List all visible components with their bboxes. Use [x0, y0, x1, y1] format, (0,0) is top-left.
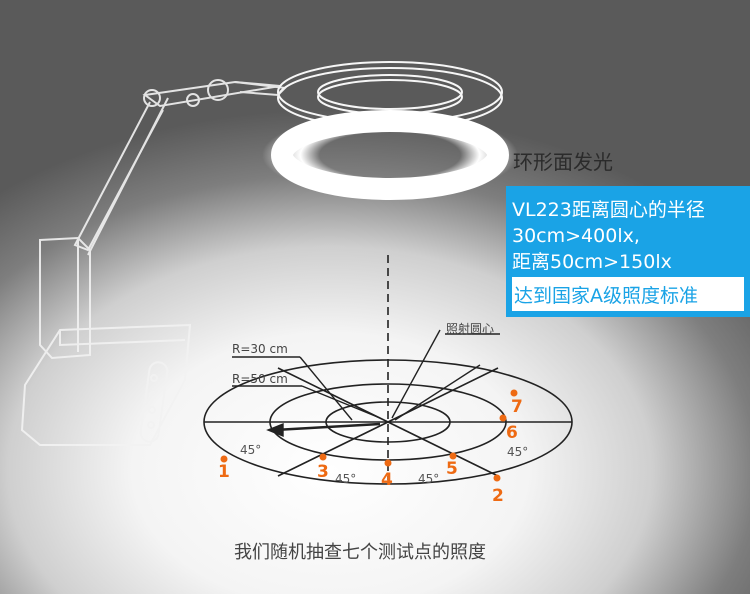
point-5-label: 5: [446, 459, 458, 479]
point-4-label: 4: [381, 470, 393, 490]
center-label: 照射圆心: [446, 322, 495, 336]
r30-label: R=30 cm: [232, 342, 288, 356]
lamp-body: [20, 79, 288, 446]
angle-label: 45°: [507, 445, 529, 459]
r50-label: R=50 cm: [232, 372, 288, 386]
lamp-head: [277, 61, 503, 129]
point-2-label: 2: [492, 486, 504, 506]
test-points: [220, 389, 518, 482]
angle-label: 45°: [240, 443, 262, 457]
info-text: VL223距离圆心的半径 30cm>400lx, 距离50cm>150lx: [512, 199, 705, 273]
point-3-label: 3: [317, 462, 329, 482]
point-6-label: 6: [506, 423, 518, 443]
point-7-label: 7: [511, 397, 523, 417]
bottom-caption: 我们随机抽查七个测试点的照度: [234, 542, 486, 563]
standard-text: 达到国家A级照度标准: [514, 285, 698, 307]
angle-label: 45°: [418, 472, 440, 486]
radius-arrows: [232, 329, 500, 438]
ring-label: 环形面发光: [513, 150, 613, 174]
angle-label: 45°: [335, 472, 357, 486]
standard-box: [512, 277, 744, 311]
point-1-label: 1: [218, 462, 230, 482]
